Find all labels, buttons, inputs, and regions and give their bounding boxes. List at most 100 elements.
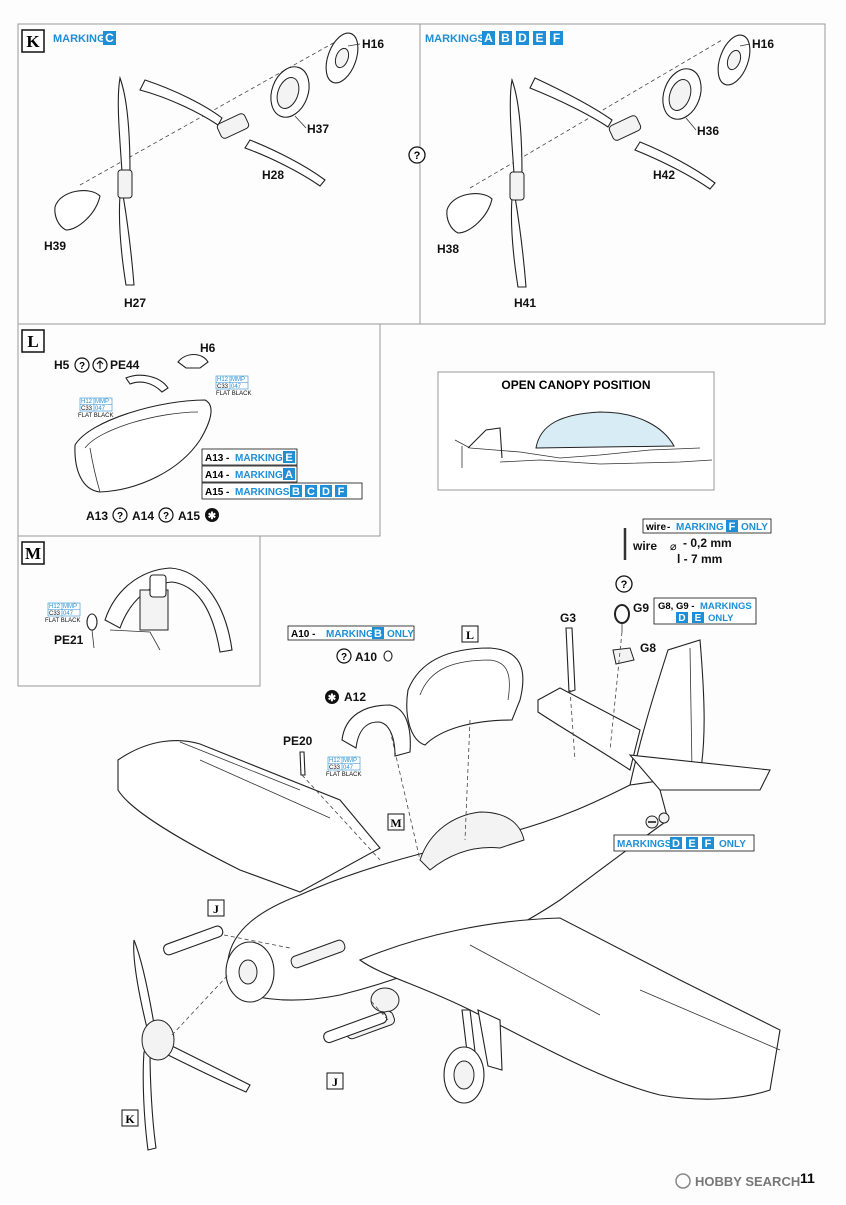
l-variant-a13: A13 - MARKING E	[201, 448, 298, 466]
a12-label-row: ✱ A12	[325, 690, 366, 704]
svg-text:F: F	[553, 31, 560, 45]
svg-text:C33: C33	[217, 384, 229, 390]
exhaust-part-j-lower	[323, 1011, 388, 1044]
svg-text:FLAT BLACK: FLAT BLACK	[216, 391, 251, 397]
svg-text:ONLY: ONLY	[741, 522, 768, 533]
svg-text:D: D	[678, 613, 685, 624]
svg-text:B: B	[374, 628, 382, 640]
g9-loop-antenna	[614, 604, 630, 632]
svg-text:E: E	[285, 452, 292, 464]
svg-text:MARKING: MARKING	[676, 522, 724, 533]
step-m-badge: M	[21, 541, 45, 565]
svg-text:A14: A14	[205, 470, 224, 481]
svg-text:PE44: PE44	[110, 358, 140, 372]
exhaust-part-j-upper	[163, 925, 224, 956]
paint-callout-pe20: H12 MMP C33 047 FLAT BLACK	[326, 756, 361, 778]
svg-text:M: M	[390, 816, 401, 830]
aircraft-main	[117, 639, 781, 1104]
svg-text:MMP: MMP	[95, 399, 109, 405]
wire-dia-symbol: ⌀	[670, 541, 677, 553]
svg-text:H12: H12	[217, 377, 229, 383]
svg-text:wire: wire	[645, 522, 666, 533]
svg-text:✱: ✱	[328, 693, 337, 704]
m-cockpit-detail	[104, 567, 233, 653]
svg-text:C33: C33	[329, 765, 341, 771]
k-right-spinner-backplate	[717, 34, 751, 86]
label-h37: H37	[307, 122, 329, 136]
svg-text:A10 -: A10 -	[291, 629, 315, 640]
a10-label-row: ? A10	[336, 648, 393, 664]
svg-text:A: A	[285, 469, 293, 481]
svg-text:M: M	[25, 544, 41, 563]
k-right-blade-vertical-down	[510, 196, 527, 288]
label-h39: H39	[44, 239, 66, 253]
paint-callout-l-left: H12 MMP C33 047 FLAT BLACK	[78, 397, 113, 419]
svg-text:OPEN CANOPY POSITION: OPEN CANOPY POSITION	[501, 378, 650, 392]
g-note-box: G8, G9 - MARKINGS D E ONLY	[653, 597, 757, 625]
k-left-spinner-backplate	[325, 32, 359, 84]
svg-text:MARKINGS: MARKINGS	[617, 839, 672, 850]
right-stabilizer	[628, 754, 771, 791]
svg-text:A14: A14	[132, 509, 154, 523]
l-gunsight-h6	[177, 353, 209, 369]
svg-text:A13: A13	[86, 509, 108, 523]
label-h41: H41	[514, 296, 536, 310]
svg-text:L: L	[466, 628, 474, 642]
wire-length: l - 7 mm	[677, 552, 722, 566]
svg-text:047: 047	[231, 384, 242, 390]
label-h38: H38	[437, 242, 459, 256]
svg-text:D: D	[672, 838, 680, 850]
exhaust-left	[290, 939, 346, 969]
svg-text:H12: H12	[81, 399, 93, 405]
label-h16-left: H16	[362, 37, 384, 51]
l-choice-row: A13 ? A14 ? A15 ✱	[86, 507, 219, 523]
svg-text:-: -	[226, 453, 229, 464]
svg-text:?: ?	[163, 511, 169, 522]
svg-text:E: E	[688, 838, 695, 850]
svg-text:?: ?	[117, 511, 123, 522]
label-h16-right: H16	[752, 37, 774, 51]
svg-text:J: J	[213, 902, 219, 916]
j-ref-badge-upper: J	[207, 899, 225, 917]
svg-text:E: E	[535, 31, 543, 45]
svg-text:A: A	[484, 31, 493, 45]
pe20-part	[299, 751, 306, 776]
svg-text:C: C	[307, 486, 315, 498]
svg-text:-: -	[226, 487, 229, 498]
wire-note-box: wire - MARKING F ONLY	[642, 518, 772, 534]
choice-icon-k: ?	[408, 146, 426, 164]
label-h42: H42	[653, 168, 675, 182]
watermark: HOBBY SEARCH	[675, 1173, 800, 1189]
svg-text:?: ?	[621, 579, 628, 591]
svg-text:ONLY: ONLY	[387, 629, 414, 640]
svg-text:A12: A12	[344, 690, 366, 704]
m-ref-badge: M	[387, 813, 405, 831]
paint-callout-m: H12 MMP C33 047 FLAT BLACK	[45, 602, 80, 624]
svg-text:FLAT BLACK: FLAT BLACK	[45, 618, 80, 624]
k-left-blade-vertical-down	[118, 194, 135, 286]
svg-text:MARKING: MARKING	[235, 470, 283, 481]
sliding-canopy	[406, 647, 524, 746]
svg-text:MARKINGS: MARKINGS	[235, 487, 290, 498]
step-l-badge: L	[21, 329, 45, 353]
svg-text:B: B	[501, 31, 510, 45]
svg-text:MARKING: MARKING	[326, 629, 374, 640]
svg-text:MARKING: MARKING	[235, 453, 283, 464]
k-left-blade-vertical-up	[117, 75, 131, 173]
l-variant-a15: A15 - MARKINGS B C D F	[201, 482, 363, 500]
svg-text:J: J	[332, 1075, 338, 1089]
svg-text:FLAT BLACK: FLAT BLACK	[78, 413, 113, 419]
left-stabilizer	[537, 687, 641, 771]
choice-icon-g: ?	[615, 575, 633, 593]
label-h6: H6	[200, 341, 216, 355]
g3-mast	[565, 627, 576, 693]
k-right-hub-ring	[662, 68, 702, 120]
svg-text:A10: A10	[355, 650, 377, 664]
svg-text:A13: A13	[205, 453, 224, 464]
label-g8: G8	[640, 641, 656, 655]
page-number: 11	[800, 1170, 815, 1186]
k-right-hub	[509, 115, 642, 201]
gear-door	[477, 1009, 503, 1071]
svg-text:FLAT BLACK: FLAT BLACK	[326, 772, 361, 778]
